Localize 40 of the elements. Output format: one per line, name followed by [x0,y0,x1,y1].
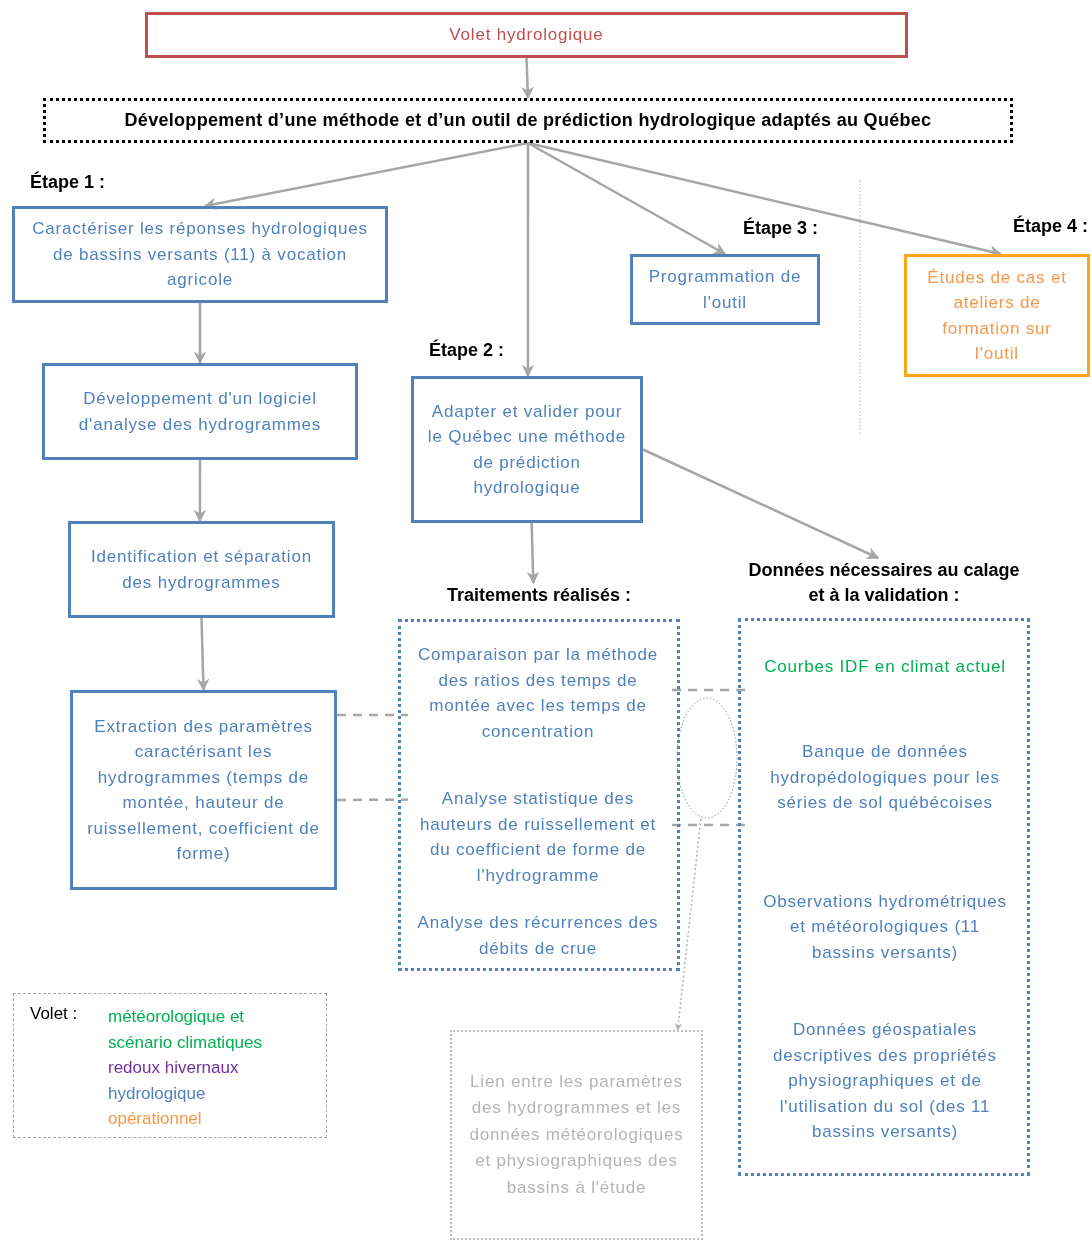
arrow [203,141,529,210]
step-text: Comparaison par la méthode des ratios des temps de montée avec les temps de concentration [416,644,659,743]
legend-title: Volet : [30,1004,78,1024]
step-text: Adapter et valider pour le Québec une méthode de prédiction hydrologique [426,400,628,499]
arrow [193,460,207,523]
dashed-connector [337,798,408,802]
legend-entry: redoux hivernaux [108,1057,240,1079]
step-text: Analyse statistique des hauteurs de ruissellement et du coefficient de forme de l'hydrogramme [419,788,657,887]
arrow [521,143,535,378]
step-text: Observations hydrométriques et météorologiques (11 bassins versants) [762,890,1008,964]
step-text: Développement d'un logiciel d'analyse des hydrogrammes [77,388,323,436]
arrow [642,448,880,560]
dashed-connector [337,713,408,717]
step-text: Programmation de l'outil [647,266,803,314]
step-text: Courbes IDF en climat actuel [763,656,1007,679]
step-heading: Étape 2 : [429,338,505,362]
step-text: Caractériser les réponses hydrologiques de bassins versants (11) à vocation agricole [31,218,369,292]
legend-entry: hydrologique [108,1082,207,1105]
step-heading: Étape 1 : [30,170,106,194]
step-text: Lien entre les paramètres des hydrogrammes et les données météorologiques et physiographiques des bassins à l'étude [468,1071,685,1199]
legend-entry: opérationnel [108,1108,203,1130]
legend-entry: météorologique et scénario climatiques [108,1006,263,1054]
arrow [193,303,207,365]
arrow [526,522,540,585]
dashed-connector [674,818,702,1031]
group-heading: Traitements réalisés : [446,584,632,607]
step-heading: Étape 4 : [1012,214,1088,238]
arrow [527,141,727,256]
step-text: Analyse des récurrences des débits de crue [416,912,660,960]
group-heading: Données nécessaires au calage et à la validation : [747,559,1021,608]
arrow [521,57,534,100]
step-text: Études de cas et ateliers de formation sur l'outil [926,266,1068,365]
step-heading: Étape 3 : [742,216,818,240]
step-text: Banque de données hydropédologiques pour les séries de sol québécoises [769,741,1001,815]
objective-text: Développement d’une méthode et d’un outil de prédiction hydrologique adaptés au Québec [123,108,933,132]
step-text: Volet hydrologique [448,24,605,47]
step-text: Identification et séparation des hydrogrammes [90,546,313,594]
arrow [196,617,210,692]
step-text: Extraction des paramètres caractérisant les hydrogrammes (temps de montée, hauteur de ruissellement, coefficient de forme) [86,715,321,865]
step-text: Données géospatiales descriptives des propriétés physiographiques et de l'utilisation du sol (des 11 bassins versants) [772,1019,998,1144]
